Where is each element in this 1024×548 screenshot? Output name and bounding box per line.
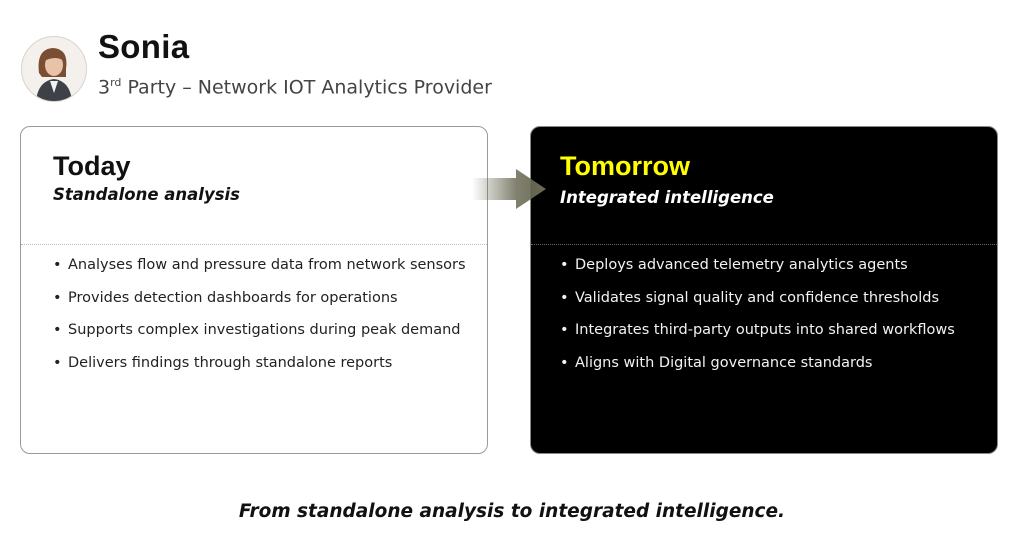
list-item: •Provides detection dashboards for opera…: [53, 289, 398, 306]
bullet-text: Validates signal quality and confidence …: [575, 289, 940, 306]
role-text: Party – Network IOT Analytics Provider: [121, 76, 492, 99]
divider: [21, 244, 487, 245]
person-icon: [36, 48, 72, 101]
bullet-text: Provides detection dashboards for operat…: [68, 289, 398, 306]
today-subtitle: Standalone analysis: [53, 185, 240, 204]
role-sup: rd: [110, 76, 122, 89]
bullet-text: Delivers findings through standalone rep…: [68, 354, 393, 371]
persona-role: 3rd Party – Network IOT Analytics Provid…: [98, 76, 492, 98]
list-item: •Deploys advanced telemetry analytics ag…: [560, 257, 908, 273]
arrow-right-icon: [472, 169, 546, 209]
today-title: Today: [53, 151, 131, 181]
bullet-text: Deploys advanced telemetry analytics age…: [575, 257, 908, 273]
role-prefix: 3: [98, 76, 111, 99]
list-item: •Analyses flow and pressure data from ne…: [53, 257, 466, 273]
list-item: •Validates signal quality and confidence…: [560, 289, 940, 306]
list-item: •Delivers findings through standalone re…: [53, 354, 393, 371]
tomorrow-title: Tomorrow: [560, 151, 690, 181]
divider: [531, 244, 997, 245]
bullet-text: Analyses flow and pressure data from net…: [68, 257, 466, 273]
tomorrow-bullets: •Deploys advanced telemetry analytics ag…: [560, 255, 955, 385]
bullet-text: Integrates third-party outputs into shar…: [575, 322, 955, 339]
bullet-text: Supports complex investigations during p…: [68, 322, 461, 339]
tomorrow-subtitle: Integrated intelligence: [560, 188, 774, 207]
bullet-text: Aligns with Digital governance standards: [575, 354, 873, 371]
list-item: •Aligns with Digital governance standard…: [560, 354, 873, 371]
avatar: [21, 36, 87, 102]
list-item: •Integrates third-party outputs into sha…: [560, 322, 955, 339]
today-bullets: •Analyses flow and pressure data from ne…: [53, 255, 466, 385]
persona-name: Sonia: [98, 28, 190, 65]
today-card: Today Standalone analysis •Analyses flow…: [20, 126, 488, 454]
list-item: •Supports complex investigations during …: [53, 322, 461, 339]
footer-tagline: From standalone analysis to integrated i…: [238, 501, 786, 522]
tomorrow-card: Tomorrow Integrated intelligence •Deploy…: [530, 126, 998, 454]
